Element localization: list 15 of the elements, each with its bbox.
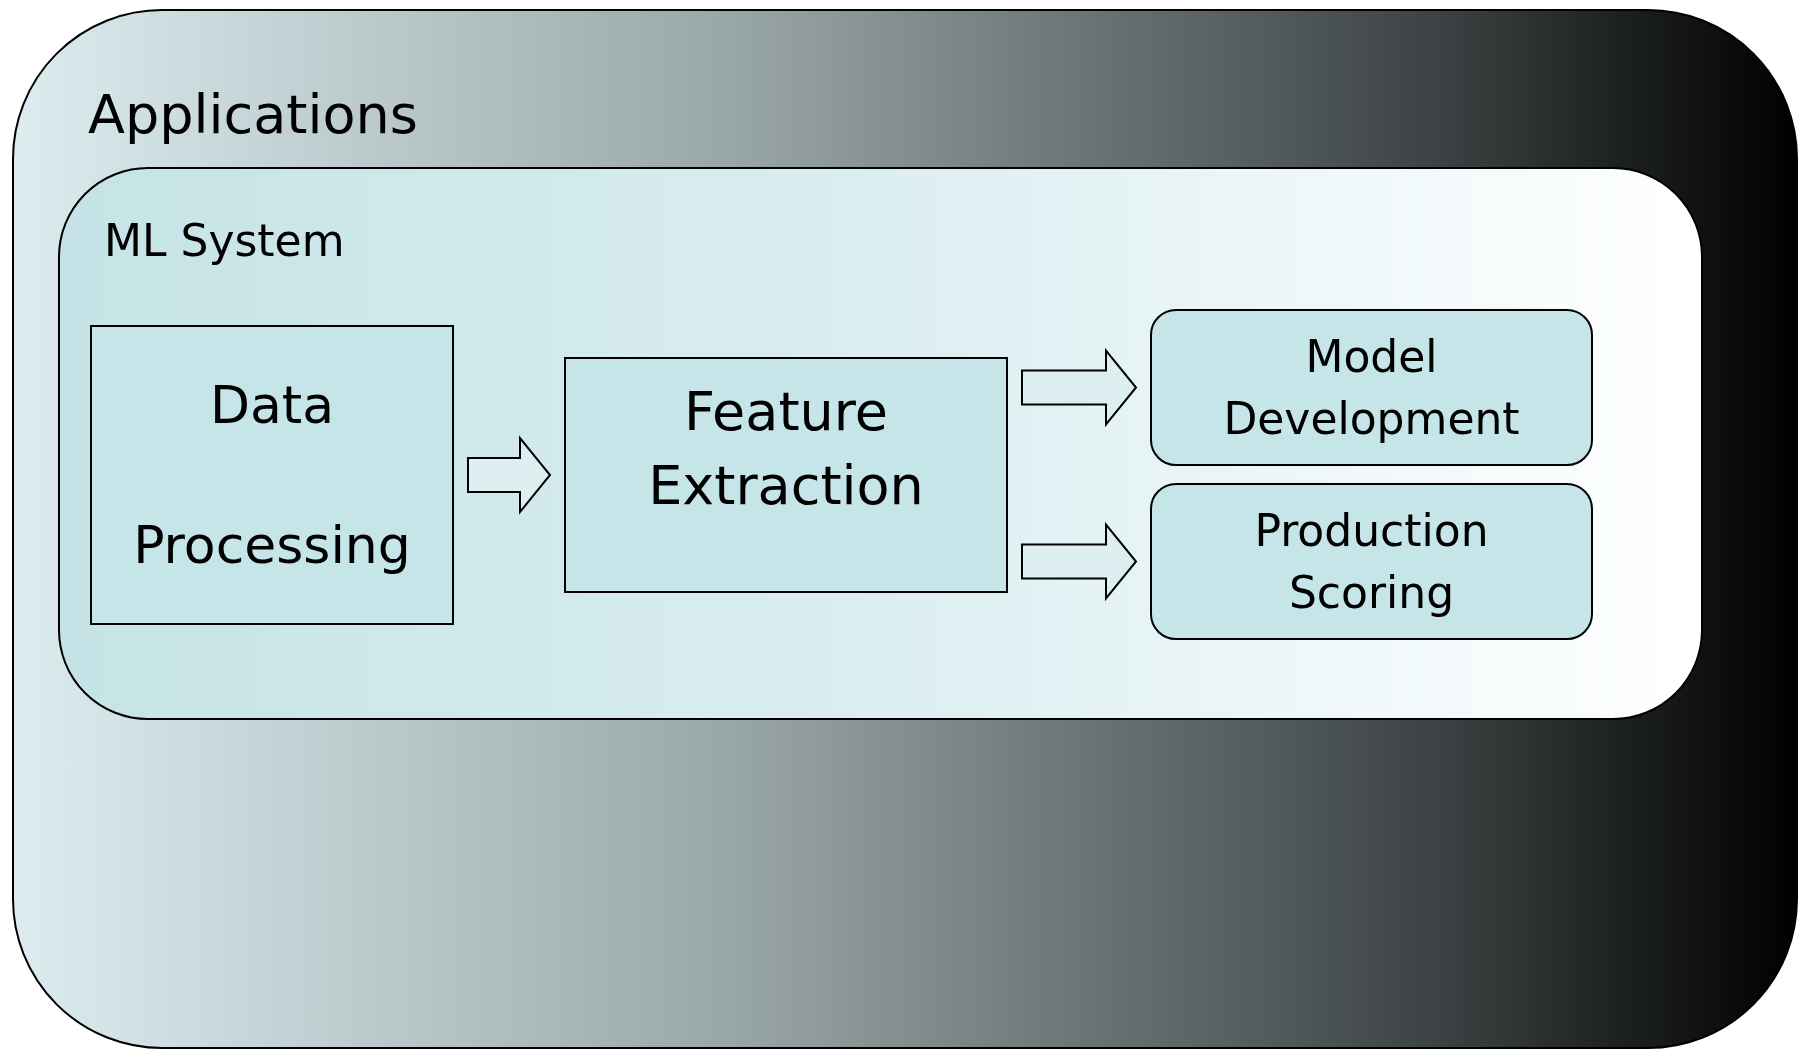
- box-label: Feature Extraction: [647, 379, 925, 519]
- box-label: Production Scoring: [1253, 503, 1490, 620]
- process-box: [564, 357, 1008, 593]
- process-box: [90, 325, 454, 625]
- process-box: [1150, 483, 1593, 640]
- box-label: Data Processing: [132, 374, 412, 577]
- group-container: [12, 9, 1798, 1049]
- group-container: [58, 167, 1703, 720]
- box-label: Model Development: [1222, 329, 1521, 446]
- block-arrow: [1021, 521, 1138, 602]
- block-arrow: [467, 435, 552, 515]
- group-title: ML System: [104, 215, 345, 266]
- process-box: [1150, 309, 1593, 466]
- group-title: Applications: [88, 83, 418, 146]
- block-arrow: [1021, 347, 1138, 428]
